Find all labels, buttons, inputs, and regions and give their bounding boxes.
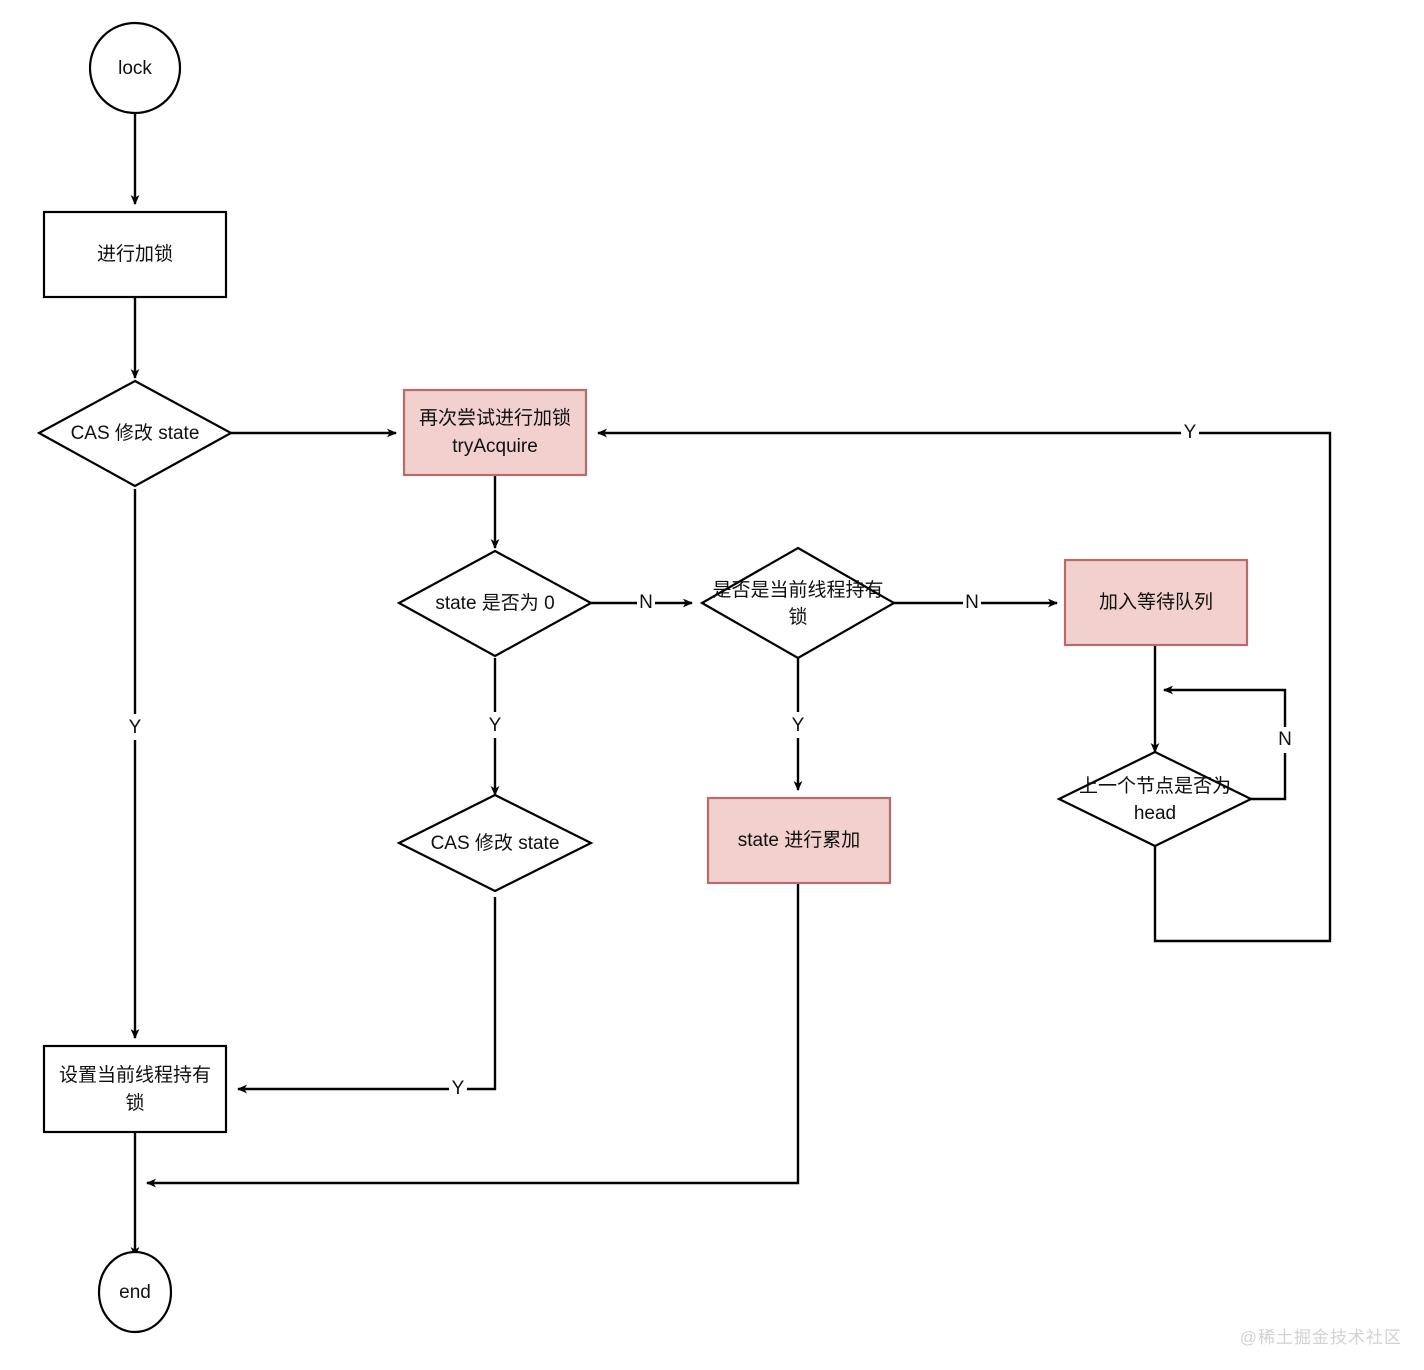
node-try-acquire-label-line1: 再次尝试进行加锁: [419, 407, 571, 429]
node-is-current-thread-label-line1: 是否是当前线程持有: [712, 579, 883, 601]
node-state-is-zero[interactable]: [396, 549, 594, 658]
node-enqueue-label: 加入等待队列: [1099, 591, 1213, 613]
edge-label-bg-state-zero-yes: [486, 712, 504, 738]
node-state-is-zero-label: state 是否为 0: [435, 592, 554, 614]
edge-label-current-thread-no: N: [965, 592, 979, 613]
edge-label-state-zero-no: N: [639, 592, 653, 613]
node-end[interactable]: [97, 1250, 173, 1334]
node-do-lock[interactable]: [42, 210, 228, 299]
edge-label-bg-current-thread-no: [963, 590, 981, 616]
node-end-label: end: [119, 1282, 151, 1303]
node-start-lock[interactable]: [88, 21, 182, 115]
node-prev-is-head[interactable]: [1056, 750, 1254, 848]
node-is-current-thread[interactable]: [699, 546, 897, 660]
edge-label-state-zero-yes: Y: [489, 715, 502, 736]
node-state-increment[interactable]: [706, 796, 892, 885]
edge-label-bg-prev-head-no: [1276, 727, 1294, 753]
node-do-lock-label: 进行加锁: [97, 243, 173, 265]
edge-cas2-yes-to-set-owner: [237, 897, 497, 1094]
node-set-owner-label-line2: 锁: [125, 1092, 144, 1114]
edge-label-cas2-yes: Y: [452, 1078, 465, 1099]
edge-label-prev-head-no: N: [1278, 729, 1292, 750]
edge-label-prev-head-yes: Y: [1184, 422, 1197, 443]
node-is-current-thread-label-line2: 锁: [788, 606, 807, 628]
node-set-owner[interactable]: [42, 1044, 228, 1134]
edge-label-bg-prev-head-yes: [1181, 420, 1199, 446]
node-cas-state-1[interactable]: [36, 379, 234, 488]
node-prev-is-head-label-line1: 上一个节点是否为: [1079, 775, 1231, 797]
node-prev-is-head-label-line2: head: [1134, 803, 1176, 824]
edge-label-cas1-yes: Y: [129, 717, 142, 738]
node-state-increment-label: state 进行累加: [738, 829, 860, 851]
edge-label-bg-state-zero-no: [637, 590, 655, 616]
node-try-acquire[interactable]: [402, 388, 588, 477]
node-cas-state-2[interactable]: [396, 793, 594, 893]
node-try-acquire-label-line2: tryAcquire: [452, 436, 538, 457]
node-start-lock-label: lock: [118, 58, 152, 79]
edge-state-increment-to-end-rail: [146, 883, 800, 1188]
edge-label-bg-cas2-yes: [449, 1076, 467, 1102]
node-set-owner-label-line1: 设置当前线程持有: [59, 1064, 211, 1086]
node-enqueue[interactable]: [1063, 558, 1249, 647]
edge-label-bg-current-thread-yes: [789, 712, 807, 738]
edge-label-bg-cas1-yes: [126, 714, 144, 740]
edge-prev-head-yes-to-tryacquire: [597, 428, 1332, 943]
edge-label-current-thread-yes: Y: [792, 715, 805, 736]
node-cas-state-1-label: CAS 修改 state: [71, 422, 200, 444]
watermark: @稀土掘金技术社区: [1239, 1328, 1402, 1347]
node-cas-state-2-label: CAS 修改 state: [431, 832, 560, 854]
